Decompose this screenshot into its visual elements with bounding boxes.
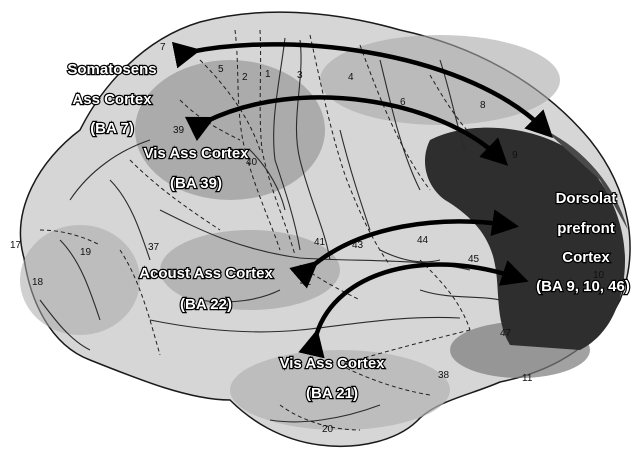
area-37-label: 37 xyxy=(148,242,160,253)
dlpfc-label-line1: Dorsolat xyxy=(556,190,617,207)
area-47-label: 47 xyxy=(500,328,512,339)
dlpfc-label-line4: (BA 9, 10, 46) xyxy=(536,278,630,295)
area-4-label: 4 xyxy=(348,72,354,83)
vis-ass-21-label-line1: Vis Ass Cortex xyxy=(279,355,385,372)
area-1-label: 1 xyxy=(265,69,271,80)
somatosensory-label-line3: (BA 7) xyxy=(90,120,134,137)
dlpfc-label-line2: prefront xyxy=(557,220,615,237)
area-38-label: 38 xyxy=(438,370,450,381)
area-41-label: 41 xyxy=(314,237,326,248)
vis-ass-21-label-line2: (BA 21) xyxy=(306,385,358,402)
area-19-label: 19 xyxy=(80,247,92,258)
area-3-label: 3 xyxy=(297,70,303,81)
area-5-label: 5 xyxy=(218,64,224,75)
area-17-label: 17 xyxy=(10,240,22,251)
area-2-label: 2 xyxy=(242,72,248,83)
acoust-ass-label-line2: (BA 22) xyxy=(180,296,232,313)
vis-ass-39-label-line2: (BA 39) xyxy=(170,175,222,192)
area-45-label: 45 xyxy=(468,254,480,265)
area-44-label: 44 xyxy=(417,235,429,246)
area-39-label: 39 xyxy=(173,125,185,136)
area-9-label: 9 xyxy=(512,150,518,161)
somatosensory-label-line1: Somatosens xyxy=(67,61,156,78)
area-18-label: 18 xyxy=(32,277,44,288)
acoust-ass-label-line1: Acoust Ass Cortex xyxy=(139,265,273,282)
area-11-label: 11 xyxy=(522,373,533,384)
area-20-label: 20 xyxy=(322,424,334,435)
area-8-label: 8 xyxy=(480,100,486,111)
vis-ass-39-label-line1: Vis Ass Cortex xyxy=(143,145,249,162)
area-7-label: 7 xyxy=(160,42,166,53)
dlpfc-label-line3: Cortex xyxy=(562,249,610,266)
somatosensory-label-line2: Ass Cortex xyxy=(72,91,152,108)
